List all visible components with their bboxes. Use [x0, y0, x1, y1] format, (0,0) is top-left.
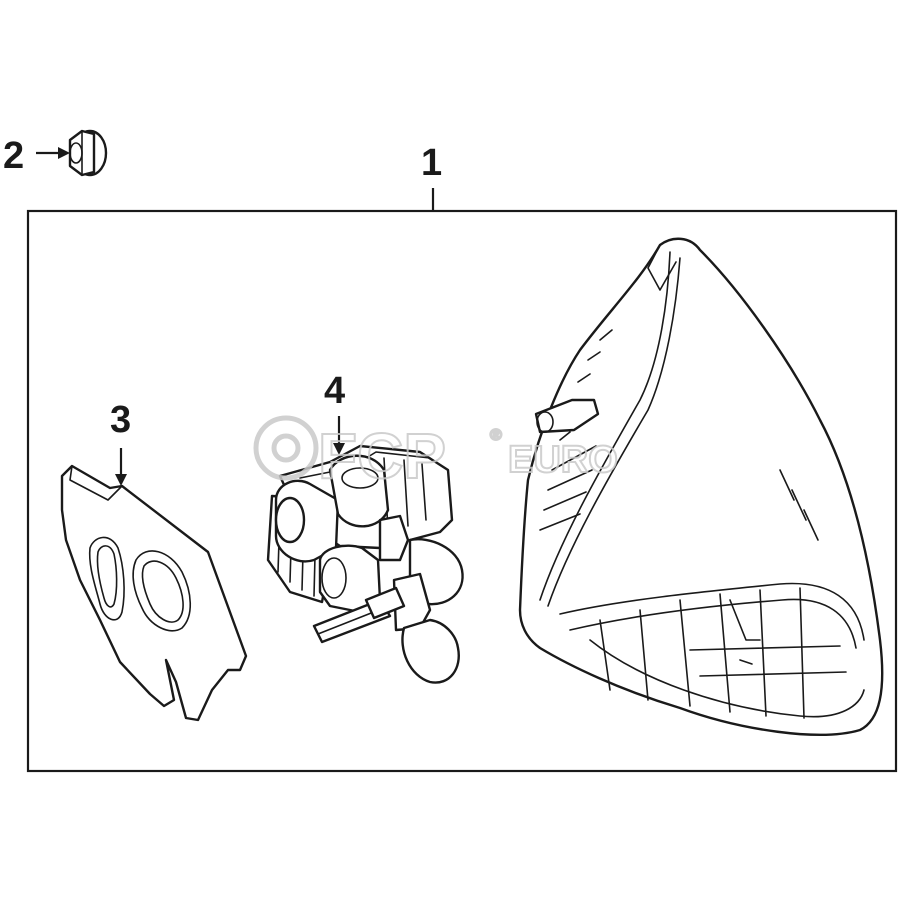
callout-4-arrow: [333, 416, 345, 455]
tail-lamp-housing: [518, 237, 884, 736]
watermark-registered: ®: [490, 427, 502, 444]
callout-3: 3: [110, 399, 131, 441]
bulb-socket-assembly: [266, 444, 464, 684]
watermark-brand: FCP: [318, 420, 446, 492]
callout-1: 1: [421, 142, 442, 184]
callout-3-arrow: [115, 448, 127, 486]
callout-2-arrow: [36, 147, 70, 159]
fcp-euro-watermark: FCP ® EURO: [253, 415, 619, 493]
watermark-suffix: EURO: [508, 439, 618, 481]
assembly-frame: [26, 209, 898, 773]
flange-nut: [68, 129, 108, 177]
callout-2: 2: [3, 135, 24, 177]
callout-4: 4: [324, 370, 345, 412]
lamp-gasket: [60, 464, 248, 722]
